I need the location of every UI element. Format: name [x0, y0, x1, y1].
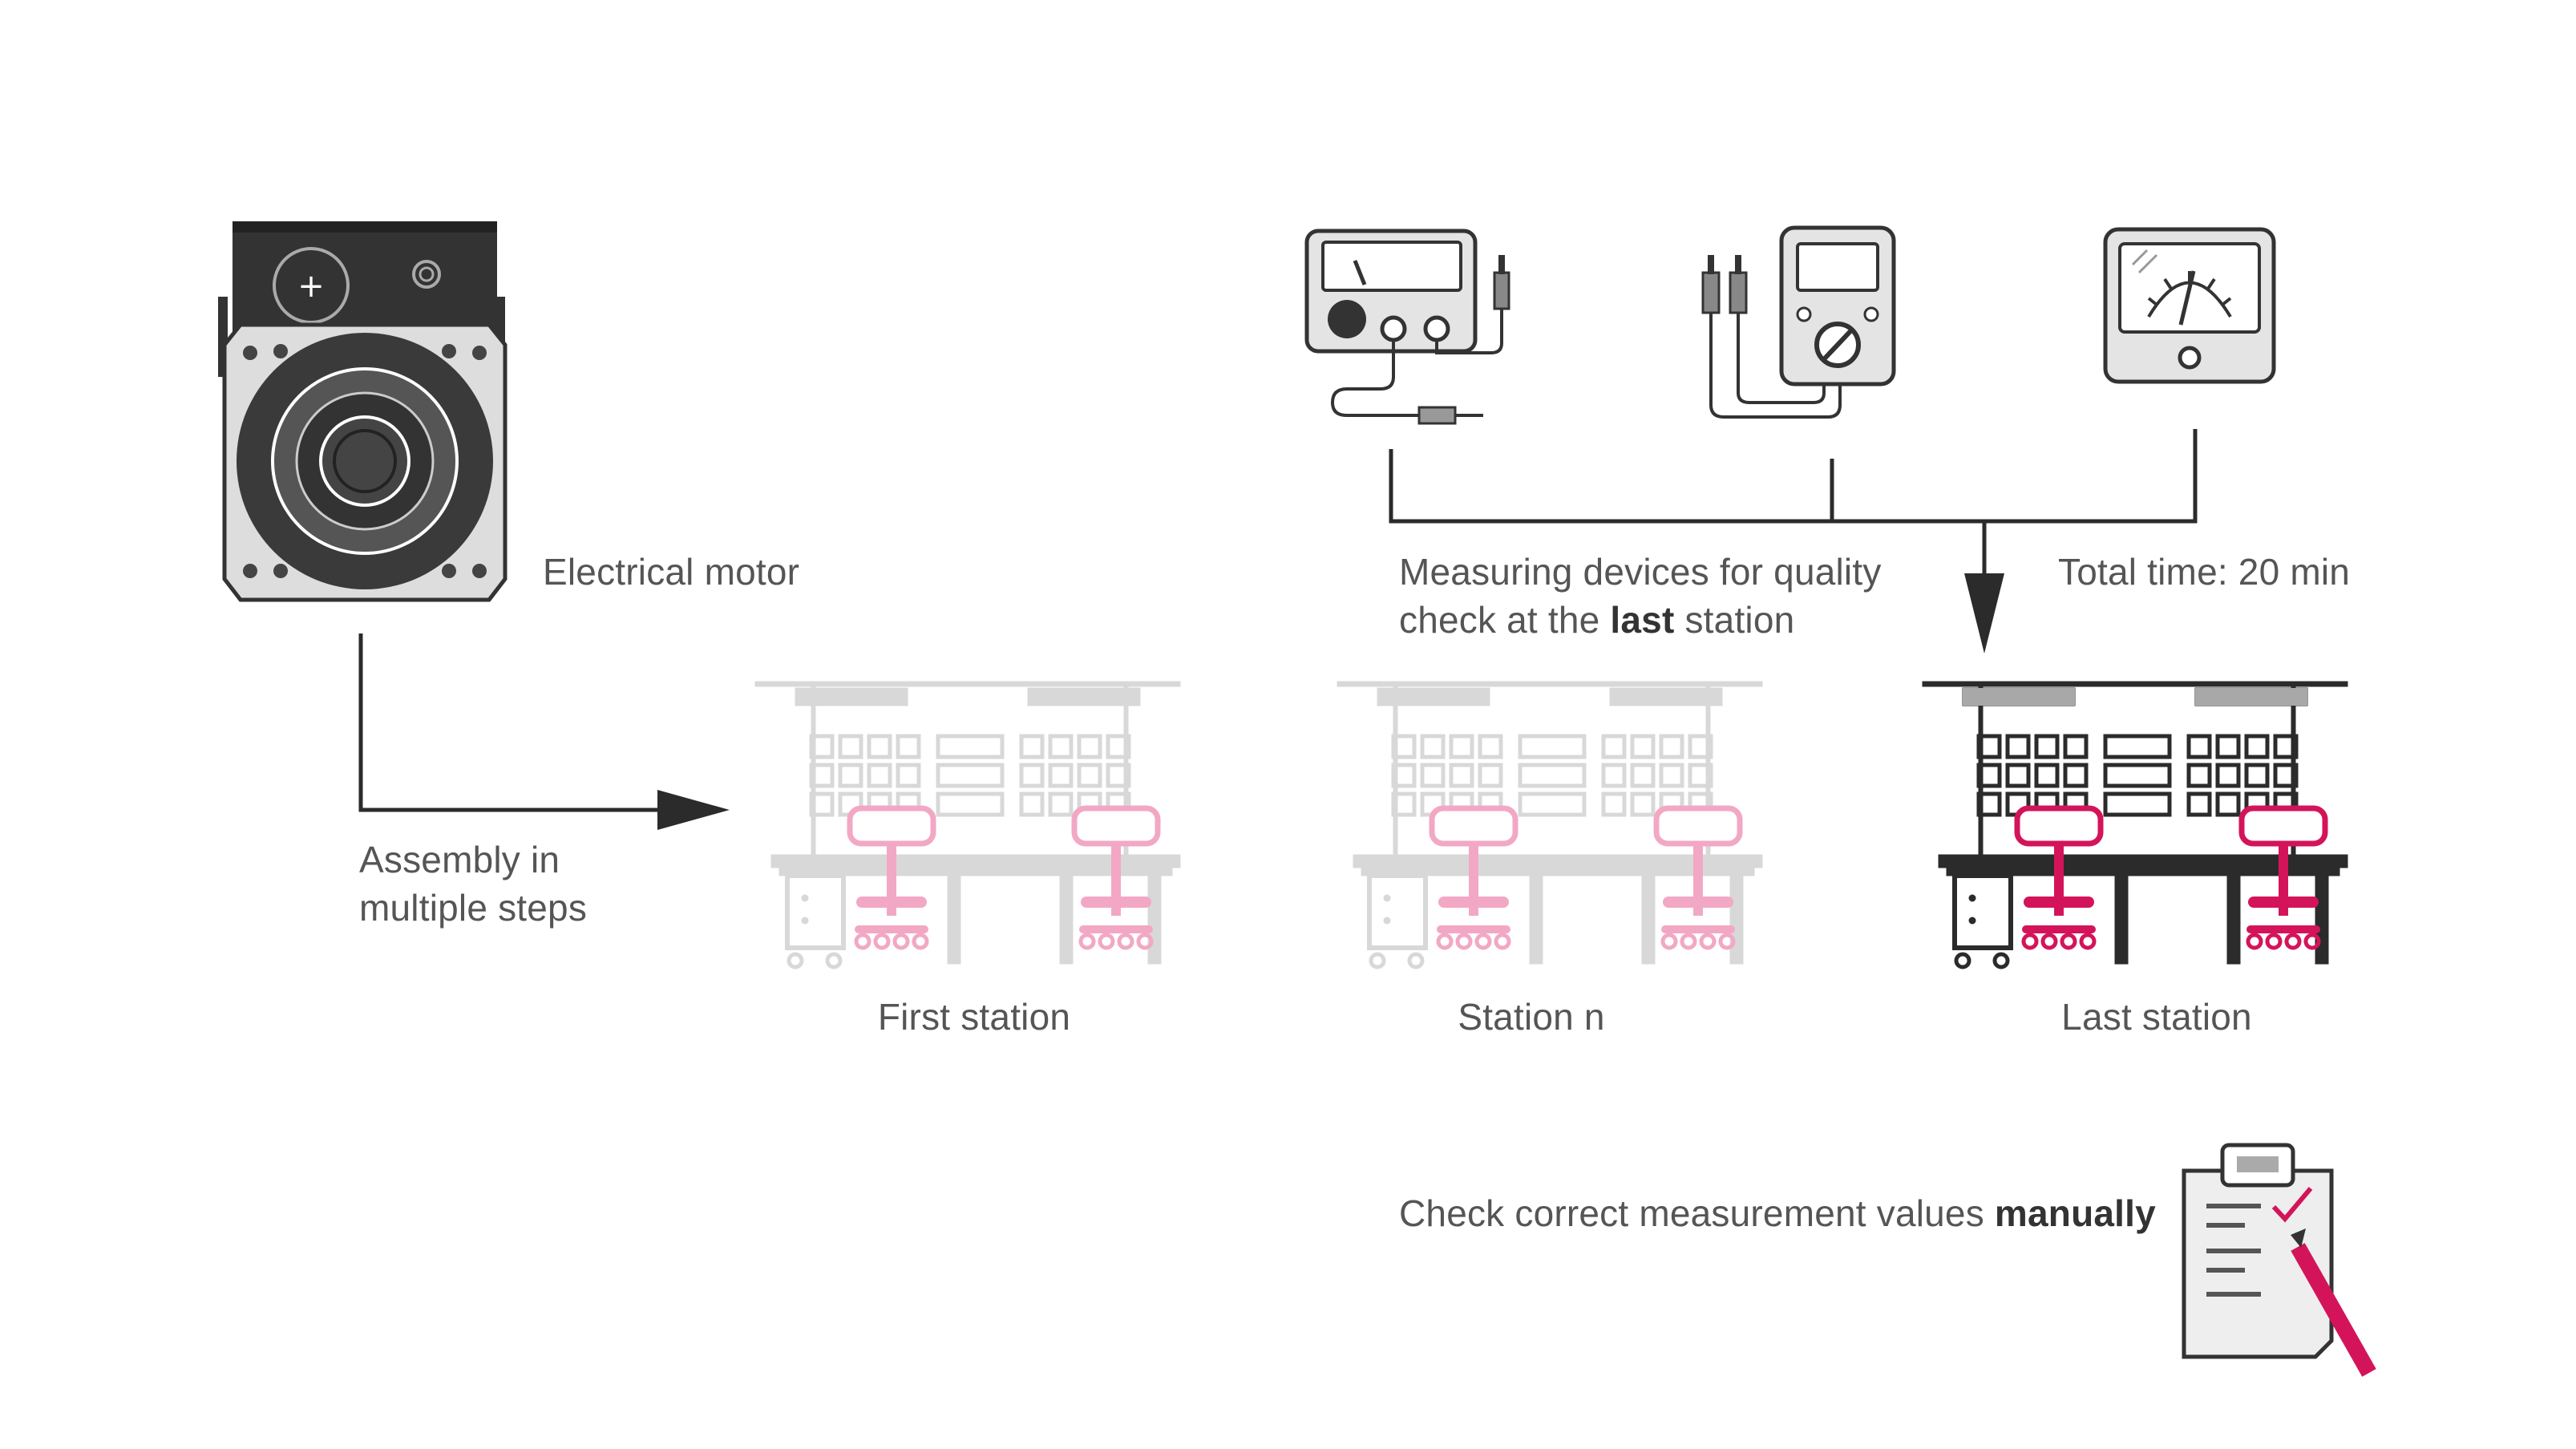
- assembly-arrow: [358, 633, 730, 830]
- first-station-label: First station: [877, 996, 1071, 1038]
- assembly-label-line2: multiple steps: [359, 887, 588, 929]
- down-arrow: [1964, 573, 2004, 654]
- electric-motor-icon: +: [218, 221, 508, 602]
- multimeter-icon: [1701, 225, 1896, 419]
- motor-label: Electrical motor: [543, 551, 800, 593]
- clipboard-checklist-icon: [2182, 1143, 2376, 1377]
- devices-label-post: station: [1674, 599, 1795, 641]
- first-station-bench: [755, 682, 1180, 967]
- check-label: Check correct measurement values manuall…: [1399, 1189, 2156, 1237]
- devices-label-pre: check at the: [1399, 599, 1611, 641]
- check-label-bold: manually: [1994, 1192, 2156, 1234]
- station-n-bench: [1337, 682, 1762, 967]
- device-connectors: [1389, 429, 2198, 577]
- devices-label-line2: check at the last station: [1399, 596, 1794, 644]
- total-time-label: Total time: 20 min: [2058, 551, 2351, 593]
- check-label-pre: Check correct measurement values: [1399, 1192, 1995, 1234]
- analog-gauge-icon: [2103, 227, 2276, 384]
- last-station-label: Last station: [2061, 996, 2252, 1038]
- assembly-label-line1: Assembly in: [359, 839, 560, 880]
- last-station-bench: [1923, 682, 2348, 967]
- analog-tester-icon: [1304, 229, 1510, 425]
- devices-label-bold: last: [1610, 599, 1675, 641]
- devices-label-line1: Measuring devices for quality: [1399, 551, 1882, 593]
- station-n-label: Station n: [1458, 996, 1605, 1038]
- svg-text:+: +: [297, 268, 325, 305]
